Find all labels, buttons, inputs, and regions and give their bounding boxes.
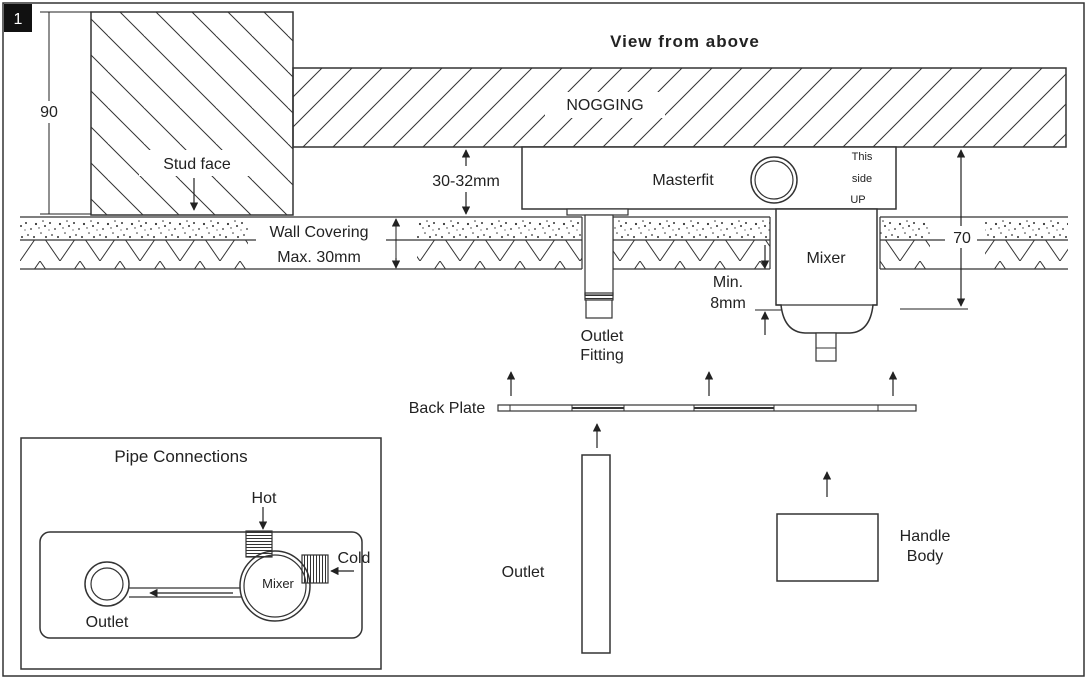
outlet-label: Outlet [502,564,545,581]
this-side-up-line3: UP [850,194,865,206]
stud-face-label-bg [139,150,249,176]
nogging-label: NOGGING [566,97,643,114]
min-label: Min. [713,274,743,291]
cold-label: Cold [338,550,371,567]
outlet-fitting-label-line1: Outlet [581,328,624,345]
wall-covering [20,216,1068,270]
this-side-up-line1: This [852,151,873,163]
step-badge: 1 [4,4,32,32]
pipe-outlet-label: Outlet [86,614,129,631]
pipe-connections-title: Pipe Connections [114,447,247,466]
mixer-spout [815,332,837,362]
outlet-fitting-pipe [584,214,614,296]
pipe-connections-panel: Pipe Connections Outlet Mixer Hot Cold [20,437,382,670]
this-side-up-line2: side [852,173,872,185]
wall-covering-max-label: Max. 30mm [277,249,361,266]
hot-inlet-thread [245,530,273,558]
dimension-90-label: 90 [40,104,58,121]
step-number: 1 [14,11,23,28]
nogging-block [292,67,1067,148]
pipe-mixer-label: Mixer [262,576,294,591]
outlet-fitting-flange [566,208,629,216]
gap-dimension-label: 30-32mm [432,173,500,190]
hot-label: Hot [252,490,277,507]
stud-face-label: Stud face [163,156,231,173]
outlet-fitting-label-line2: Fitting [580,347,624,364]
back-plate-label: Back Plate [409,400,486,417]
masterfit-box [521,146,897,210]
stud-block [90,11,294,216]
mixer-body [775,208,878,334]
min-8mm-label: 8mm [710,295,746,312]
pipe-mixer-circle [239,550,311,622]
masterfit-port-ring [750,156,798,204]
handle-body-box [776,513,879,582]
mixer-label: Mixer [806,250,846,267]
masterfit-label: Masterfit [652,172,714,189]
handle-body-label-line1: Handle [900,528,951,545]
outlet-rod [581,454,611,654]
diagram-title: View from above [610,32,760,51]
dimension-70-label: 70 [953,230,971,247]
handle-body-label-line2: Body [907,548,943,565]
wall-covering-label: Wall Covering [270,224,369,241]
cold-inlet-thread [301,554,329,584]
